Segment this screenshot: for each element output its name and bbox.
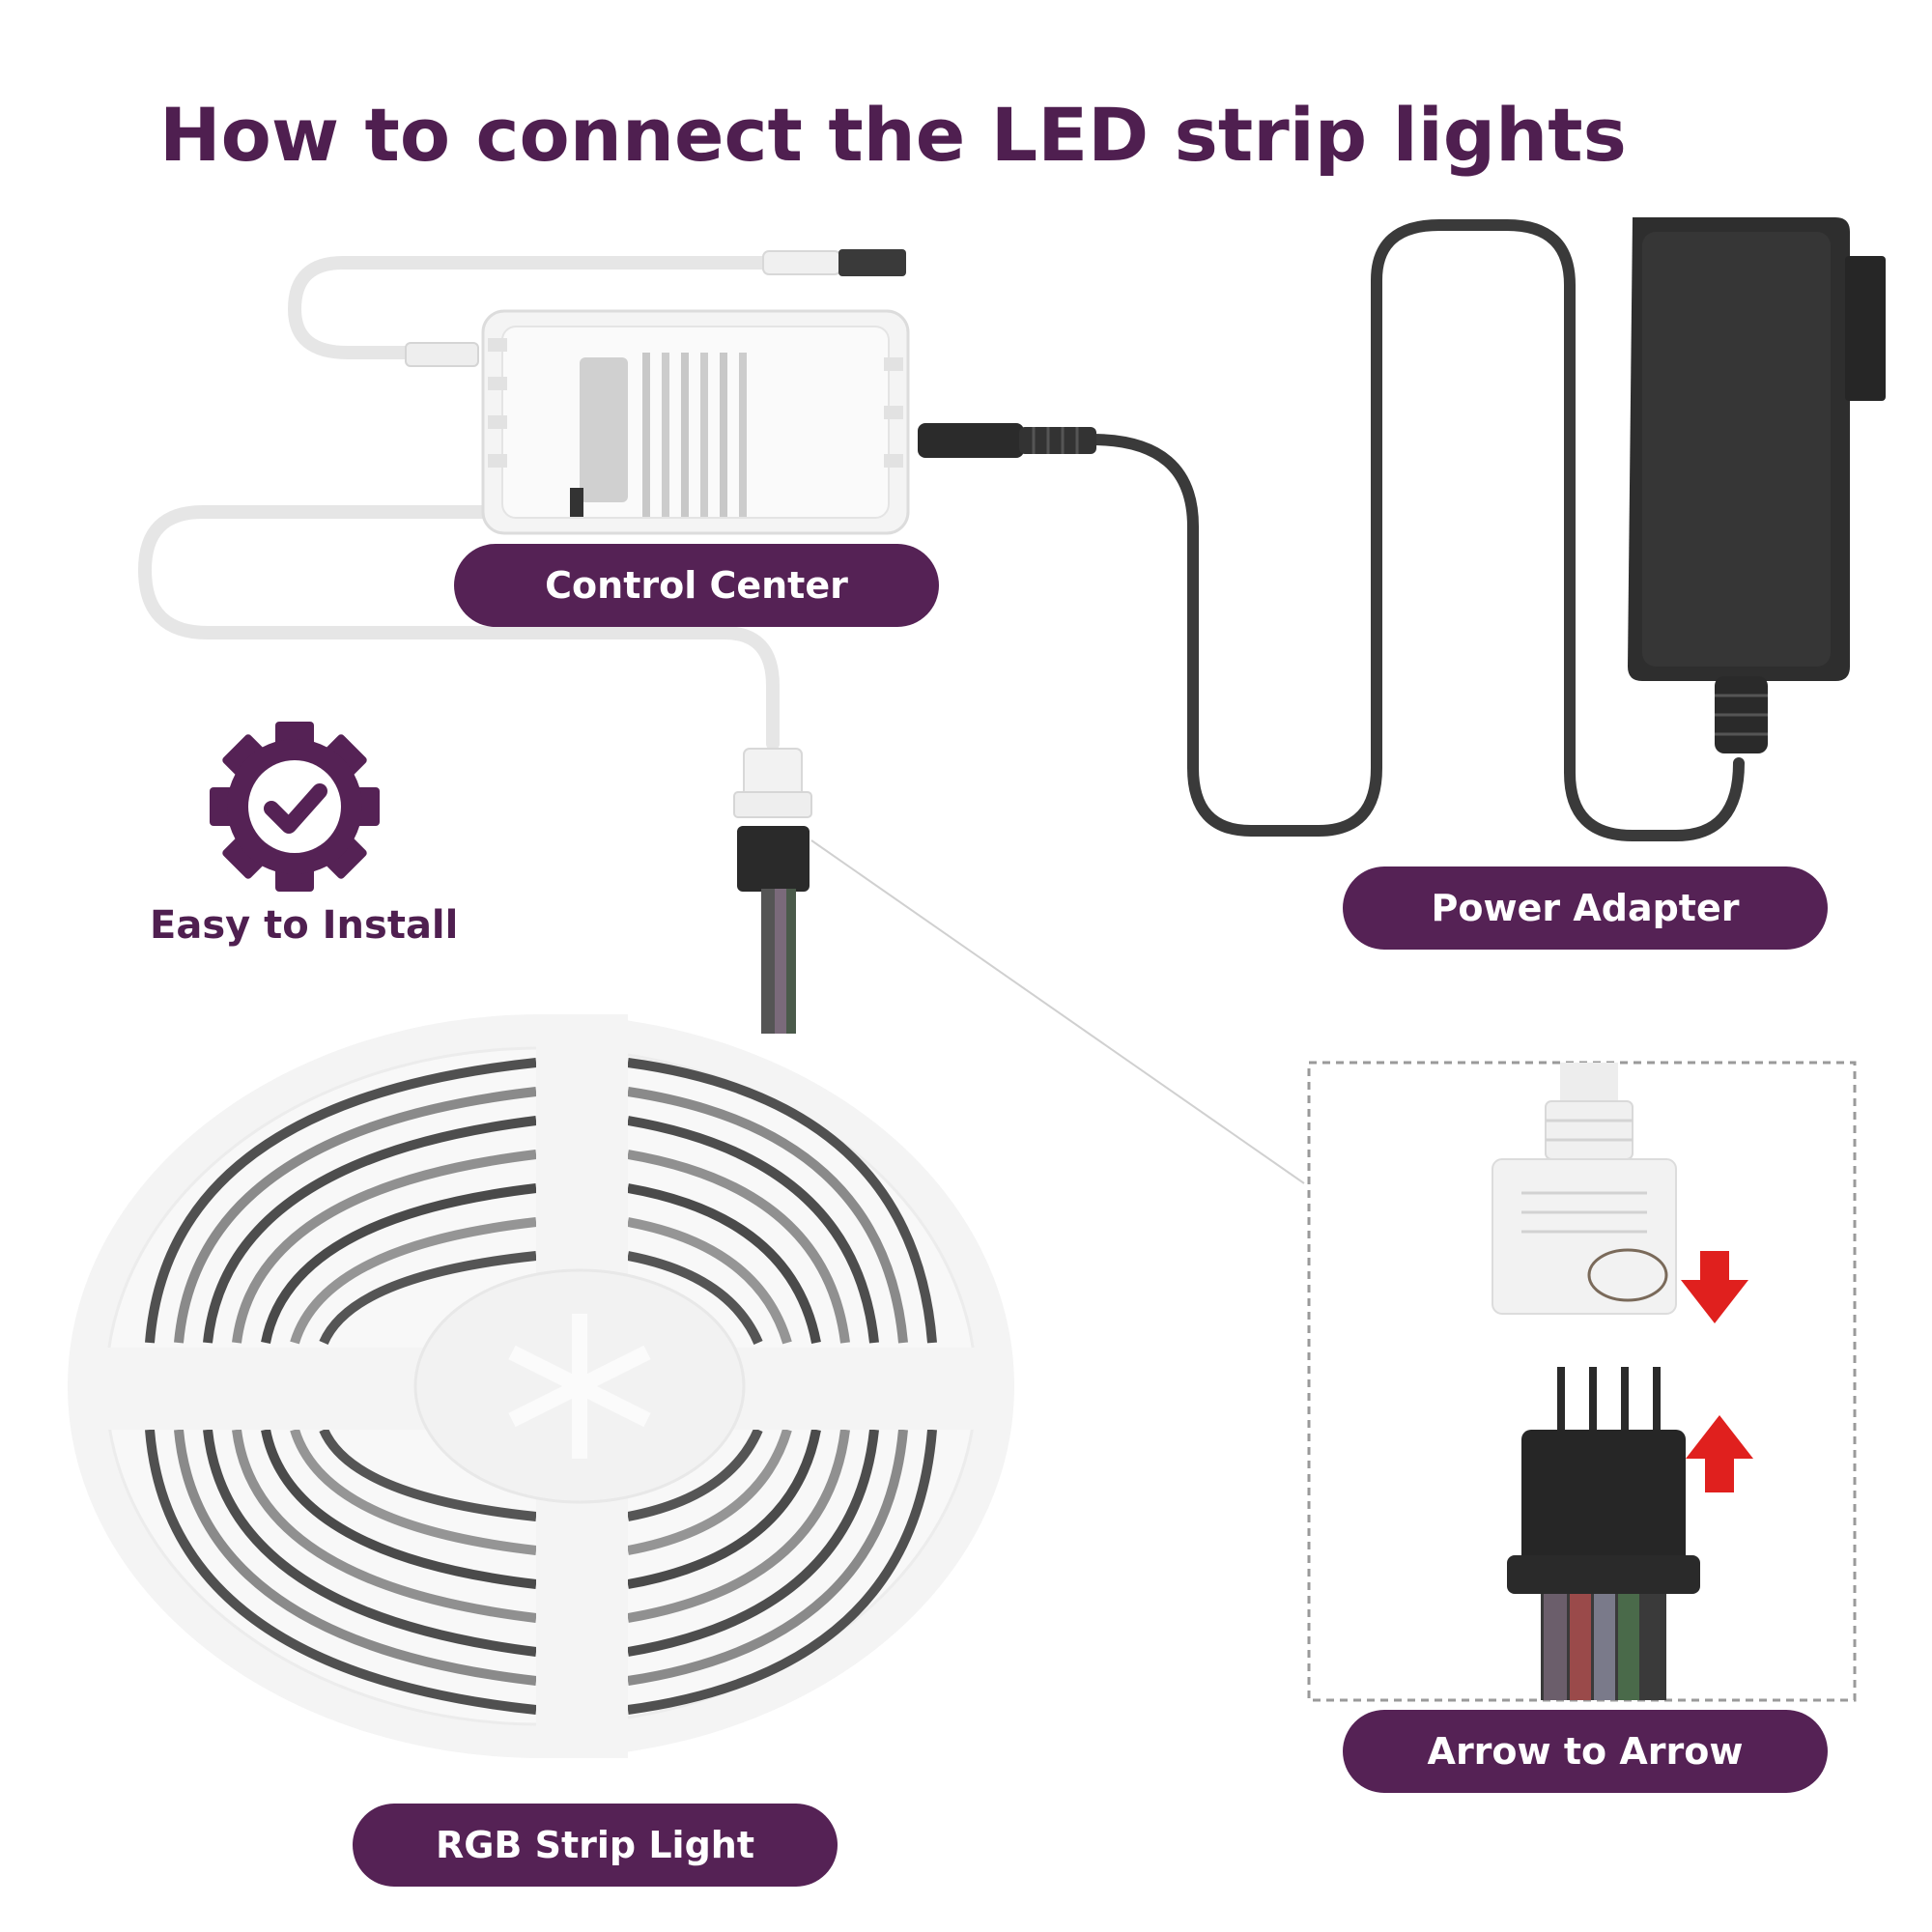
red-arrow-up-icon <box>1686 1415 1753 1492</box>
connector-detail-box <box>1307 1061 1857 1702</box>
gear-check-icon <box>210 722 380 892</box>
control-center-label-text: Control Center <box>545 564 848 607</box>
rgb-strip-light-label: RGB Strip Light <box>353 1804 838 1887</box>
easy-install-label: Easy to Install <box>150 903 459 948</box>
control-center-device <box>137 249 910 751</box>
power-adapter-device <box>918 217 1886 841</box>
power-adapter-label: Power Adapter <box>1343 867 1828 950</box>
rgb-connector <box>733 748 1305 1184</box>
red-arrow-down-icon <box>1681 1251 1748 1323</box>
page-title: How to connect the LED strip lights <box>159 92 1627 178</box>
arrow-to-arrow-label-text: Arrow to Arrow <box>1427 1730 1744 1773</box>
arrow-to-arrow-label: Arrow to Arrow <box>1343 1710 1828 1793</box>
rgb-strip-light-label-text: RGB Strip Light <box>435 1824 755 1866</box>
rgb-strip-reel <box>68 1014 1014 1758</box>
control-center-label: Control Center <box>454 544 939 627</box>
power-adapter-label-text: Power Adapter <box>1431 887 1740 929</box>
